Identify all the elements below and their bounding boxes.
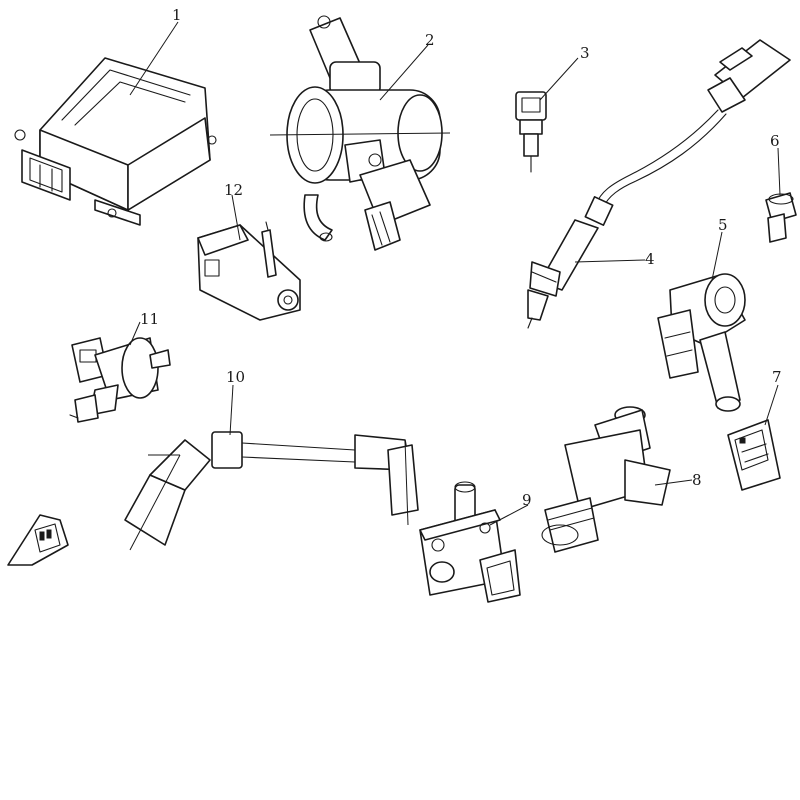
part-6-bolt bbox=[765, 192, 797, 243]
callout-label-6: 6 bbox=[770, 132, 780, 150]
callout-5: 5 bbox=[711, 216, 728, 281]
small-connector-plug bbox=[7, 514, 69, 566]
part-4-oxygen-sensor bbox=[527, 39, 791, 329]
part-3-temperature-sensor bbox=[515, 91, 547, 173]
part-8-fuel-injector bbox=[541, 406, 671, 553]
callout-9: 9 bbox=[489, 491, 532, 526]
callout-label-12: 12 bbox=[224, 181, 243, 199]
part-12-map-sensor bbox=[197, 221, 301, 321]
part-5-solenoid-valve bbox=[657, 273, 746, 412]
callout-label-5: 5 bbox=[718, 216, 728, 234]
callout-1: 1 bbox=[129, 6, 182, 96]
callout-2: 2 bbox=[379, 31, 435, 101]
callout-10: 10 bbox=[226, 368, 245, 436]
callout-label-8: 8 bbox=[692, 471, 702, 489]
callout-6: 6 bbox=[770, 132, 781, 196]
callout-label-7: 7 bbox=[772, 368, 782, 386]
part-9-pressure-sensor bbox=[419, 481, 521, 603]
part-1-ecu-module bbox=[14, 57, 217, 226]
callout-label-2: 2 bbox=[425, 31, 435, 49]
part-10-speed-sensor bbox=[124, 431, 419, 551]
part-2-throttle-body bbox=[269, 15, 451, 251]
callout-4: 4 bbox=[574, 250, 655, 268]
callout-label-4: 4 bbox=[645, 250, 655, 268]
callout-label-10: 10 bbox=[226, 368, 245, 386]
part-7-connector bbox=[727, 419, 781, 491]
callout-12: 12 bbox=[224, 181, 243, 241]
part-11-pressure-regulator bbox=[69, 337, 171, 423]
callout-label-11: 11 bbox=[140, 310, 159, 328]
callout-8: 8 bbox=[654, 471, 702, 489]
callout-label-1: 1 bbox=[172, 6, 182, 24]
callout-label-3: 3 bbox=[580, 44, 590, 62]
callout-label-9: 9 bbox=[522, 491, 532, 509]
callout-7: 7 bbox=[764, 368, 782, 426]
callout-11: 11 bbox=[129, 310, 159, 346]
callout-3: 3 bbox=[539, 44, 590, 101]
